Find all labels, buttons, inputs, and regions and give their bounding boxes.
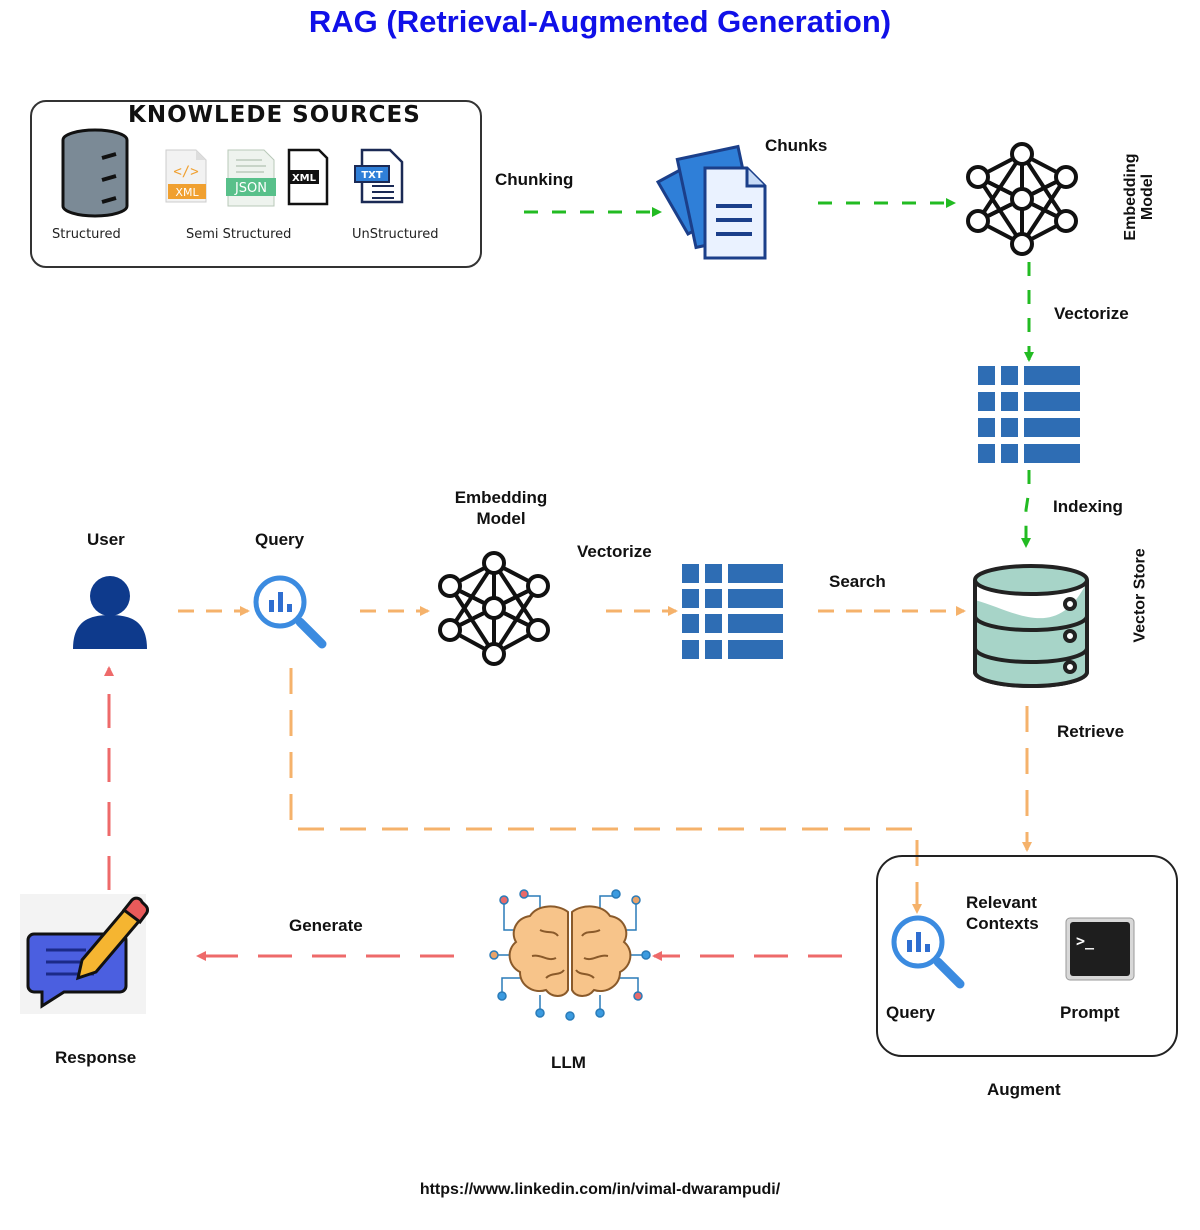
vector-store-icon bbox=[973, 564, 1089, 688]
embedding-model-top-line1: Embedding bbox=[1122, 153, 1139, 241]
xml-badge-text: XML bbox=[175, 186, 199, 199]
knowledge-sources-title: KNOWLEDE SOURCES bbox=[128, 102, 421, 128]
xml-doc-icon: XML bbox=[287, 148, 329, 206]
relevant-line1: Relevant bbox=[966, 893, 1037, 912]
indexing-arrow bbox=[1021, 470, 1031, 548]
embedding-model-top-line2: Model bbox=[1139, 173, 1156, 221]
page-title: RAG (Retrieval-Augmented Generation) bbox=[308, 4, 892, 39]
llm-label: LLM bbox=[551, 1053, 586, 1072]
query-label: Query bbox=[255, 530, 305, 549]
search-label: Search bbox=[829, 572, 886, 591]
augment-query-label: Query bbox=[886, 1003, 936, 1022]
query-to-augment-arrow bbox=[289, 668, 922, 914]
vectorize-label-top: Vectorize bbox=[1054, 304, 1129, 323]
footer-link[interactable]: https://www.linkedin.com/in/vimal-dwaram… bbox=[419, 1181, 781, 1198]
indexing-label: Indexing bbox=[1053, 497, 1123, 516]
xml-tag-glyph: </> bbox=[173, 164, 198, 180]
prompt-label: Prompt bbox=[1060, 1003, 1120, 1022]
retrieve-label: Retrieve bbox=[1057, 722, 1125, 741]
terminal-glyph: >_ bbox=[1076, 932, 1095, 950]
json-badge-text: JSON bbox=[234, 181, 267, 196]
unstructured-label: UnStructured bbox=[352, 227, 439, 242]
database-icon bbox=[61, 128, 129, 218]
xml-file-icon: </> XML bbox=[165, 149, 207, 203]
txt-badge-text: TXT bbox=[361, 170, 383, 181]
relevant-line2: Contexts bbox=[966, 914, 1039, 933]
embedding-model-label-middle: Embedding Model bbox=[441, 487, 561, 529]
response-edit-icon bbox=[20, 894, 149, 1014]
llm-brain-icon bbox=[489, 889, 651, 1021]
augment-label: Augment bbox=[987, 1080, 1061, 1099]
user-label: User bbox=[87, 530, 125, 549]
augment-box bbox=[876, 855, 1178, 1057]
vector-grid-icon-middle bbox=[682, 564, 783, 659]
terminal-icon: >_ bbox=[1065, 917, 1135, 981]
documents-icon bbox=[655, 144, 767, 260]
xml-doc-text: XML bbox=[292, 173, 317, 184]
embedding-model-mid-line1: Embedding bbox=[454, 488, 548, 507]
user-icon bbox=[73, 576, 147, 649]
vector-grid-icon-right bbox=[978, 366, 1080, 463]
augment-query-icon bbox=[891, 915, 965, 989]
query-search-icon bbox=[253, 575, 327, 649]
json-file-icon: JSON bbox=[226, 149, 276, 207]
embedding-model-icon-top bbox=[966, 142, 1078, 256]
vector-store-label: Vector Store bbox=[1131, 548, 1149, 643]
relevant-contexts-label: Relevant Contexts bbox=[966, 892, 1039, 934]
semi-structured-label: Semi Structured bbox=[186, 227, 292, 242]
chunking-label: Chunking bbox=[495, 170, 574, 189]
response-label: Response bbox=[55, 1048, 137, 1067]
structured-label: Structured bbox=[52, 227, 121, 242]
txt-file-icon: TXT bbox=[354, 148, 404, 204]
generate-label: Generate bbox=[289, 916, 363, 935]
vectorize-label-middle: Vectorize bbox=[577, 542, 652, 561]
embedding-model-mid-line2: Model bbox=[476, 509, 526, 528]
embedding-model-label-top: Embedding Model bbox=[1122, 152, 1156, 242]
knowledge-sources-box bbox=[30, 100, 482, 268]
chunks-label: Chunks bbox=[765, 136, 828, 155]
embedding-model-icon-middle bbox=[438, 551, 550, 666]
